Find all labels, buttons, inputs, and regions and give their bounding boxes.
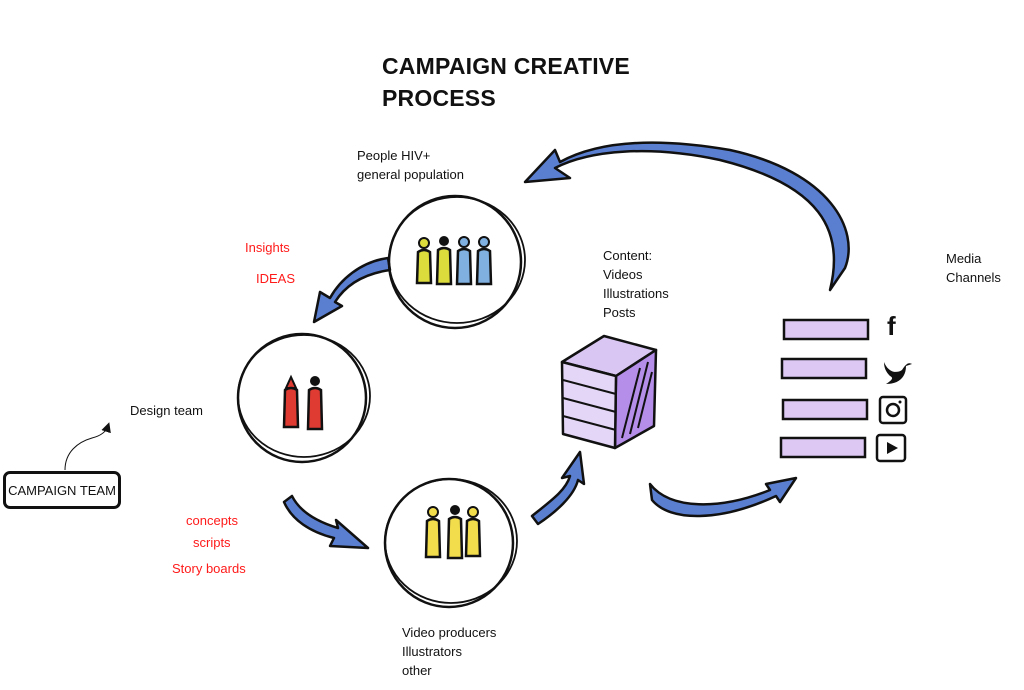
producers-label-line1: Video producers (402, 625, 497, 640)
facebook-icon: f (887, 311, 896, 341)
people-label-line2: general population (357, 167, 464, 182)
twitter-icon (884, 362, 912, 384)
content-cube-icon (560, 334, 658, 450)
arrow-media-to-people (523, 141, 850, 292)
annotation-storyboards: Story boards (172, 561, 246, 576)
media-channels-label: Media Channels (946, 249, 1001, 287)
channel-bar (779, 436, 867, 459)
content-label: Content: Videos Illustrations Posts (603, 246, 669, 322)
media-label-line1: Media (946, 251, 982, 266)
media-label-line2: Channels (946, 270, 1001, 285)
person-figure (475, 236, 493, 286)
svg-text:f: f (887, 311, 896, 341)
arrow-campaign-to-design (64, 422, 111, 471)
arrow-content-to-media (648, 476, 798, 518)
circle-producers (383, 477, 518, 609)
diagram-title: CAMPAIGN CREATIVE PROCESS (382, 50, 630, 114)
content-label-line2: Videos (603, 267, 643, 282)
people-label-line1: People HIV+ (357, 148, 431, 163)
annotation-concepts: concepts (186, 513, 239, 528)
arrow-people-to-design (312, 256, 392, 324)
producers-label-line3: other (402, 663, 432, 678)
instagram-icon (878, 395, 908, 425)
content-label-line1: Content: (603, 248, 653, 263)
content-label-line3: Illustrations (603, 286, 669, 301)
figure-group-design (282, 374, 324, 431)
channel-bar (782, 318, 870, 341)
campaign-team-box: CAMPAIGN TEAM (3, 471, 121, 509)
producers-label-line2: Illustrators (402, 644, 462, 659)
person-figure (282, 374, 300, 429)
annotation-ideas: IDEAS (256, 271, 296, 286)
person-figure (424, 506, 442, 559)
people-label: People HIV+ general population (357, 146, 464, 184)
design-team-label: Design team (130, 403, 203, 418)
youtube-icon (875, 433, 907, 463)
person-figure (446, 505, 464, 560)
arrow-producers-to-content (530, 450, 586, 526)
content-label-line4: Posts (603, 305, 636, 320)
title-line-2: PROCESS (382, 85, 496, 111)
person-figure (435, 236, 453, 286)
circle-people (387, 194, 526, 330)
channel-bar (781, 398, 869, 421)
circle-design-team (236, 332, 371, 464)
arrow-design-to-producers (282, 494, 370, 550)
person-figure (415, 237, 433, 285)
media-channel-bars (779, 318, 870, 459)
annotation-scripts: scripts (193, 535, 231, 550)
person-figure (455, 236, 473, 286)
producers-label: Video producers Illustrators other (402, 623, 496, 680)
title-line-1: CAMPAIGN CREATIVE (382, 53, 630, 79)
person-figure (464, 506, 482, 558)
figure-group-people (415, 236, 493, 286)
annotation-insights: Insights (245, 240, 290, 255)
campaign-team-label: CAMPAIGN TEAM (8, 482, 116, 498)
figure-group-producers (424, 505, 482, 560)
channel-bar (780, 357, 868, 380)
person-figure (306, 376, 324, 431)
